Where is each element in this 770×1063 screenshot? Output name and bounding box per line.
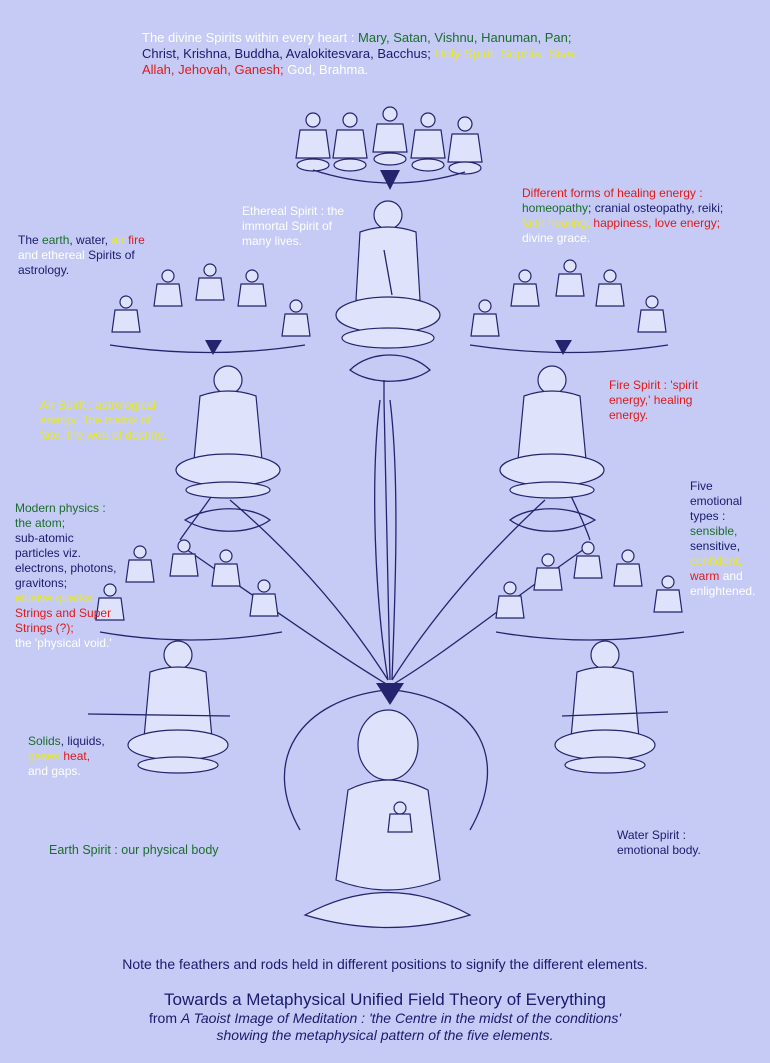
right-knot [555,340,572,355]
meditating-human-figure [303,709,472,929]
earth-word: earth [42,233,70,247]
air-word: air [111,233,125,247]
emotional-types-label: Five emotional types : sensible, sensiti… [690,479,756,598]
divine-spirits-red: Allah, Jehovah, Ganesh; [142,62,288,77]
divine-spirits-yellow: Holy Spirit, Sophia, Siva; [434,46,578,61]
healing-energy-label: Different forms of healing energy : home… [522,186,724,245]
fire-mini-figures [469,259,669,354]
divine-spirits-white: God, Brahma. [287,62,369,77]
footer-title: Towards a Metaphysical Unified Field The… [164,990,606,1009]
fire-spirit-label: Fire Spirit : 'spirit energy,' healing e… [609,378,698,422]
ethereal-word: and ethereal [18,248,85,262]
divine-spirits-lead: The divine Spirits within every heart : [142,30,359,45]
book-title: A Taoist Image of Meditation : 'the Cent… [180,1010,621,1026]
fire-word: fire [124,233,145,247]
earth-spirit-label: Earth Spirit : our physical body [49,843,219,857]
earth-mini-figures [95,539,283,641]
water-spirit-label: Water Spirit : emotional body. [617,828,701,857]
root-knot [376,683,404,705]
earth-spirit-figure [87,640,231,774]
fire-spirit-figure [499,365,605,532]
air-spirit-figure [175,365,281,532]
divine-spirits-caption: The divine Spirits within every heart : … [142,30,642,78]
astrology-spirits-label: The earth, water, air fire and ethereal … [18,233,145,277]
footer-note: Note the feathers and rods held in diffe… [122,956,648,972]
air-mini-figures [109,263,311,354]
footer-source: from A Taoist Image of Meditation : 'the… [149,1010,621,1026]
ethereal-mini-figures [295,106,483,184]
left-knot [205,340,222,355]
divine-spirits-navy: Christ, Krishna, Buddha, Avalokitesvara,… [142,46,435,61]
water-spirit-figure [554,640,669,774]
top-knot [380,170,400,190]
modern-physics-label: Modern physics : the atom; sub-atomic pa… [15,501,117,650]
solids-label: Solids, liquids, gases heat, and gaps. [28,734,105,778]
water-mini-figures [495,541,685,641]
ethereal-spirit-figure [335,200,441,400]
ethereal-spirit-label: Ethereal Spirit : the immortal Spirit of… [242,204,345,248]
footer-showing: showing the metaphysical pattern of the … [216,1027,554,1043]
air-spirit-label: Air Spirit : astrological energy, 'the m… [40,398,166,442]
divine-spirits-green: Mary, Satan, Vishnu, Hanuman, Pan; [358,30,572,45]
